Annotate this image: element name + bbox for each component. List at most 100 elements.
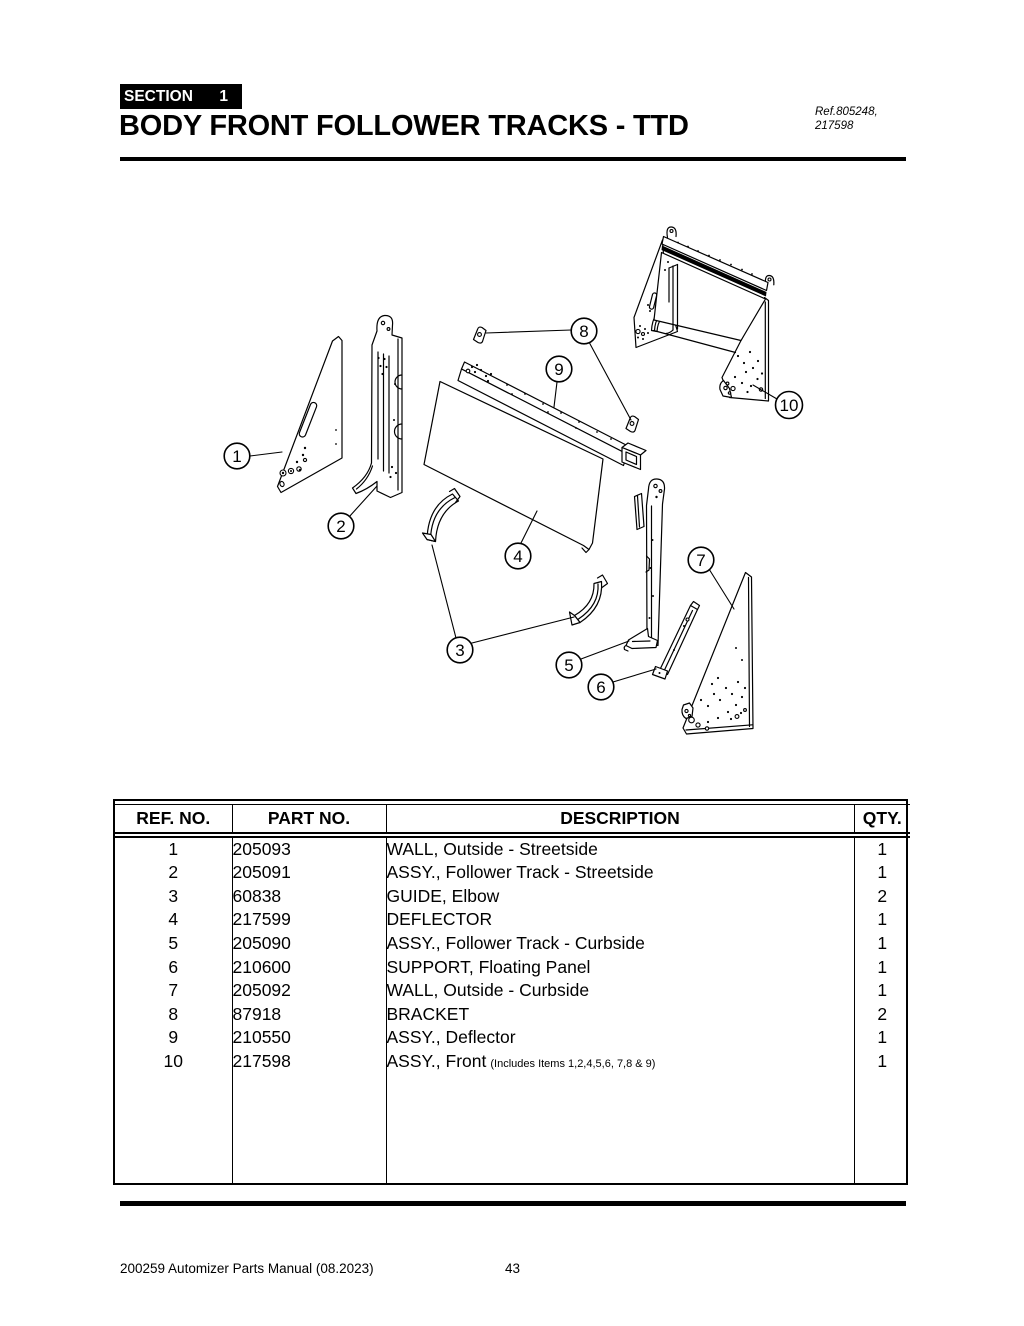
cell-desc-note: (Includes Items 1,2,4,5,6, 7,8 & 9) <box>490 1058 656 1071</box>
cell-desc: ASSY., Follower Track - Curbside <box>386 931 855 956</box>
table-filler-row <box>115 1073 910 1183</box>
part-deflector-assembly <box>457 361 647 471</box>
cell-ref: 6 <box>115 955 233 980</box>
svg-text:5: 5 <box>564 656 573 675</box>
cell-qty: 2 <box>877 885 888 906</box>
part-follower-track-streetside <box>351 314 403 499</box>
svg-text:2: 2 <box>336 517 345 536</box>
callout-9: 9 <box>545 355 573 383</box>
cell-qty: 1 <box>877 909 888 930</box>
footer-page-number: 43 <box>505 1261 521 1276</box>
svg-text:3: 3 <box>455 641 464 660</box>
cell-desc: ASSY., Follower Track - Streetside <box>386 861 855 885</box>
section-badge: SECTION 1 <box>120 84 242 109</box>
cell-ref: 7 <box>115 979 233 1003</box>
svg-text:1: 1 <box>232 447 241 466</box>
page-title: BODY FRONT FOLLOWER TRACKS - TTD <box>119 110 689 142</box>
ref-note-line1: Ref.805248, <box>815 106 878 118</box>
cell-ref: 4 <box>115 908 233 932</box>
cell-ref: 10 <box>115 1049 233 1074</box>
table-row: 7 205092 WALL, Outside - Curbside 1 <box>115 979 910 1003</box>
cell-qty: 1 <box>877 956 888 977</box>
callout-8: 8 <box>570 317 598 345</box>
svg-text:6: 6 <box>596 678 605 697</box>
part-wall-curbside <box>681 571 754 735</box>
ref-note: Ref.805248, 217598 <box>815 105 878 133</box>
table-row: 10 217598 ASSY., Front(Includes Items 1,… <box>115 1049 910 1074</box>
cell-part: 205091 <box>232 861 387 885</box>
callout-3: 3 <box>446 636 474 664</box>
cell-part: 205092 <box>232 979 387 1003</box>
cell-desc: GUIDE, Elbow <box>386 884 855 909</box>
table-row: 3 60838 GUIDE, Elbow 2 <box>115 884 910 909</box>
svg-text:4: 4 <box>513 547 522 566</box>
cell-ref: 3 <box>115 884 233 909</box>
callout-10: 10 <box>774 390 804 420</box>
cell-qty: 1 <box>877 1051 888 1072</box>
part-wall-streetside <box>276 335 343 494</box>
callout-2: 2 <box>327 512 355 540</box>
cell-part: 210550 <box>232 1026 387 1050</box>
cell-part: 205093 <box>232 834 387 862</box>
callout-5: 5 <box>555 651 583 679</box>
cell-desc: DEFLECTOR <box>386 908 855 932</box>
cell-desc: ASSY., Front(Includes Items 1,2,4,5,6, 7… <box>386 1049 855 1074</box>
table-row: 5 205090 ASSY., Follower Track - Curbsid… <box>115 931 910 956</box>
cell-qty: 1 <box>877 838 888 859</box>
cell-qty: 1 <box>877 980 888 1001</box>
cell-ref: 2 <box>115 861 233 885</box>
svg-text:10: 10 <box>780 396 799 415</box>
svg-text:9: 9 <box>554 360 563 379</box>
header-rule <box>120 157 906 161</box>
cell-part: 60838 <box>232 884 387 909</box>
callout-6: 6 <box>587 673 615 701</box>
part-follower-track-curbside <box>623 478 666 652</box>
cell-desc: WALL, Outside - Curbside <box>386 979 855 1003</box>
cell-qty: 1 <box>877 933 888 954</box>
svg-text:7: 7 <box>696 551 705 570</box>
table-row: 2 205091 ASSY., Follower Track - Streets… <box>115 861 910 885</box>
cell-desc: BRACKET <box>386 1002 855 1027</box>
cell-desc: ASSY., Deflector <box>386 1026 855 1050</box>
part-front-assembly <box>633 226 775 402</box>
cell-desc: SUPPORT, Floating Panel <box>386 955 855 980</box>
footer-manual-title: 200259 Automizer Parts Manual (08.2023) <box>120 1261 374 1276</box>
cell-part: 217599 <box>232 908 387 932</box>
cell-ref: 8 <box>115 1002 233 1027</box>
leader-lines <box>249 329 778 683</box>
ref-note-line2: 217598 <box>815 120 854 132</box>
cell-ref: 1 <box>115 834 233 862</box>
part-floating-panel-support <box>651 600 701 680</box>
cell-part: 210600 <box>232 955 387 980</box>
section-label: SECTION <box>124 87 193 105</box>
col-header-ref: REF. NO. <box>115 803 233 838</box>
callout-1: 1 <box>223 442 251 470</box>
part-elbow-guides <box>421 487 609 626</box>
col-header-part: PART NO. <box>232 803 387 838</box>
cell-ref: 9 <box>115 1026 233 1050</box>
table-row: 4 217599 DEFLECTOR 1 <box>115 908 910 932</box>
cell-part: 87918 <box>232 1002 387 1027</box>
callout-7: 7 <box>687 546 715 574</box>
table-row: 1 205093 WALL, Outside - Streetside 1 <box>115 834 910 862</box>
cell-qty: 1 <box>877 862 888 883</box>
part-brackets <box>472 326 640 433</box>
part-deflector-panel <box>423 380 604 554</box>
cell-part: 217598 <box>232 1049 387 1074</box>
cell-part: 205090 <box>232 931 387 956</box>
parts-table-wrap: REF. NO. PART NO. DESCRIPTION QTY. 1 205… <box>113 799 910 1185</box>
exploded-parts-diagram: 1 2 3 4 5 6 7 8 9 10 <box>223 226 804 735</box>
table-row: 9 210550 ASSY., Deflector 1 <box>115 1026 910 1050</box>
cell-desc: WALL, Outside - Streetside <box>386 834 855 862</box>
cell-qty: 1 <box>877 1027 888 1048</box>
callout-4: 4 <box>504 542 532 570</box>
svg-text:8: 8 <box>579 322 588 341</box>
col-header-qty: QTY. <box>854 803 910 838</box>
cell-ref: 5 <box>115 931 233 956</box>
cell-desc-main: ASSY., Front <box>386 1051 487 1072</box>
section-number: 1 <box>219 87 228 105</box>
cell-qty: 2 <box>877 1003 888 1024</box>
table-header-row: REF. NO. PART NO. DESCRIPTION QTY. <box>115 803 910 838</box>
table-row: 8 87918 BRACKET 2 <box>115 1002 910 1027</box>
